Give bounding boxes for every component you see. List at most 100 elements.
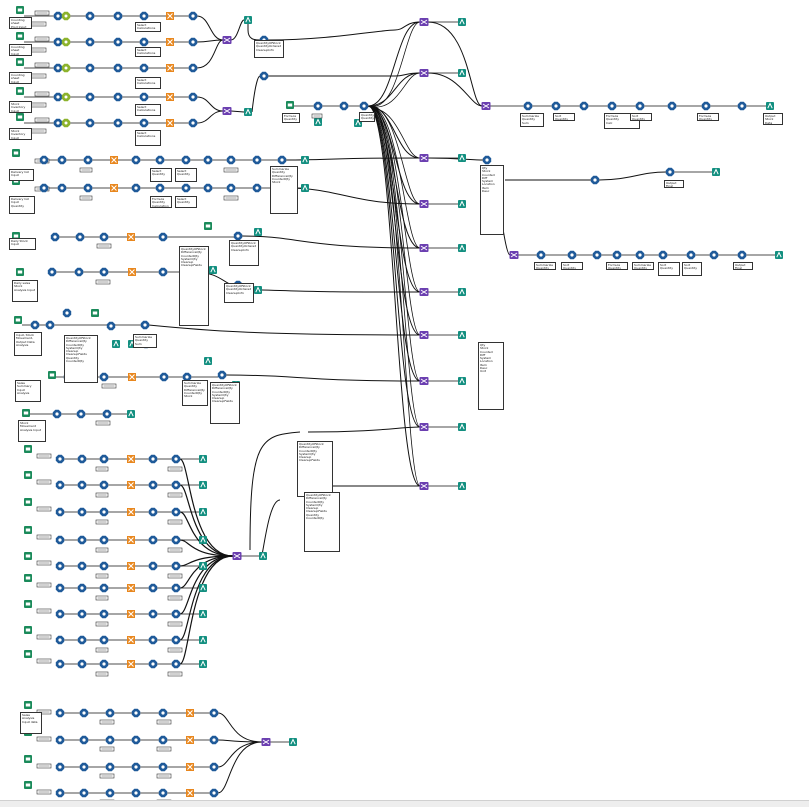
annotation-select-calc-2[interactable]: Select Calculations [135,47,161,57]
preparation-tool-icon[interactable] [158,762,168,772]
preparation-tool-icon[interactable] [171,659,181,669]
input-data-icon[interactable] [24,445,32,453]
annotation-stock-inventory-1[interactable]: Stock Inventory Input [9,101,32,113]
preparation-tool-icon[interactable] [99,507,109,517]
preparation-tool-icon[interactable] [39,183,49,193]
preparation-tool-icon[interactable] [53,37,63,47]
preparation-tool-icon[interactable] [83,155,93,165]
parse-tool-icon[interactable] [166,64,174,72]
annotation-stock-qty-top[interactable]: QuantityOfStock QuantityOrdered CleanupI… [254,40,284,58]
preparation-tool-icon[interactable] [105,788,115,798]
preparation-tool-icon[interactable] [226,155,236,165]
preparation-tool-icon[interactable] [567,250,577,260]
preparation-tool-icon[interactable] [155,155,165,165]
preparation-tool-icon[interactable] [579,101,589,111]
preparation-tool-icon[interactable] [148,480,158,490]
annotation-summary-c2[interactable]: QuantityOfStock QuantityOrdered CleanupI… [229,240,259,266]
preparation-tool-icon[interactable] [148,454,158,464]
preparation-tool-icon[interactable] [57,155,67,165]
preparation-tool-icon[interactable] [105,708,115,718]
preparation-tool-icon[interactable] [99,267,109,277]
annotation-daily-sales[interactable]: Daily sales Stock Analysis Input [12,280,38,302]
preparation-tool-icon[interactable] [635,250,645,260]
parse-tool-icon[interactable] [186,709,194,717]
preparation-tool-icon[interactable] [155,183,165,193]
annotation-delivery-list[interactable]: Delivery list Input [9,169,34,181]
preparation-tool-icon[interactable] [99,609,109,619]
preparation-tool-icon[interactable] [188,92,198,102]
annotation-row2-7[interactable]: Output Final [733,262,753,270]
output-data-icon[interactable] [127,410,135,418]
preparation-tool-icon[interactable] [50,232,60,242]
output-data-icon[interactable] [204,357,212,365]
join-tool-icon[interactable] [419,288,429,296]
output-data-icon[interactable] [766,102,774,110]
preparation-tool-icon[interactable] [55,762,65,772]
input-data-icon[interactable] [24,600,32,608]
output-data-icon[interactable] [199,636,207,644]
preparation-tool-icon[interactable] [45,320,55,330]
preparation-tool-icon[interactable] [53,63,63,73]
parse-tool-icon[interactable] [166,93,174,101]
preparation-tool-icon[interactable] [188,37,198,47]
output-data-icon[interactable] [458,331,466,339]
preparation-tool-icon[interactable] [701,101,711,111]
input-data-icon[interactable] [14,316,22,324]
preparation-tool-icon[interactable] [55,609,65,619]
input-data-icon[interactable] [91,309,99,317]
preparation-tool-icon[interactable] [131,708,141,718]
parse-tool-icon[interactable] [166,12,174,20]
preparation-tool-icon[interactable] [148,507,158,517]
output-data-icon[interactable] [199,610,207,618]
preparation-tool-icon[interactable] [209,735,219,745]
preparation-tool-icon[interactable] [55,535,65,545]
preparation-tool-icon[interactable] [171,609,181,619]
preparation-tool-icon[interactable] [171,635,181,645]
preparation-tool-icon[interactable] [709,250,719,260]
input-data-icon[interactable] [48,371,56,379]
preparation-tool-icon[interactable] [139,11,149,21]
input-data-icon[interactable] [16,113,24,121]
preparation-tool-icon[interactable] [85,118,95,128]
preparation-tool-icon[interactable] [85,37,95,47]
preparation-tool-icon[interactable] [171,561,181,571]
output-data-icon[interactable] [199,455,207,463]
preparation-tool-icon[interactable] [209,762,219,772]
preparation-tool-icon[interactable] [53,118,63,128]
preparation-tool-icon[interactable] [55,708,65,718]
output-data-icon[interactable] [458,69,466,77]
preparation-tool-icon[interactable] [148,609,158,619]
preparation-tool-icon[interactable] [131,183,141,193]
output-data-icon[interactable] [199,536,207,544]
output-data-icon[interactable] [458,18,466,26]
preparation-tool-icon[interactable] [159,372,169,382]
input-data-icon[interactable] [16,87,24,95]
preparation-tool-icon[interactable] [171,454,181,464]
input-data-icon[interactable] [16,268,24,276]
preparation-tool-icon[interactable] [105,762,115,772]
annotation-summary-c6[interactable]: Summarize Quantity Sum [133,334,157,348]
preparation-tool-icon[interactable] [52,409,62,419]
input-data-icon[interactable] [286,101,294,109]
preparation-tool-icon[interactable] [665,167,675,177]
preparation-tool-icon[interactable] [658,250,668,260]
annotation-formula-row1[interactable]: Select Quantity [150,168,172,182]
parse-tool-icon[interactable] [127,584,135,592]
preparation-tool-icon[interactable] [99,535,109,545]
preparation-tool-icon[interactable] [55,454,65,464]
preparation-tool-icon[interactable] [277,155,287,165]
preparation-tool-icon[interactable] [47,267,57,277]
input-data-icon[interactable] [24,552,32,560]
preparation-tool-icon[interactable] [99,232,109,242]
preparation-tool-icon[interactable] [551,101,561,111]
preparation-tool-icon[interactable] [57,183,67,193]
preparation-tool-icon[interactable] [77,635,87,645]
annotation-stock-movement-analysis[interactable]: Stock Movement Analysis Input [18,420,46,442]
annotation-counting-sheet-2[interactable]: Counting sheet Input [9,44,32,56]
preparation-tool-icon[interactable] [113,92,123,102]
preparation-tool-icon[interactable] [181,183,191,193]
output-data-icon[interactable] [112,340,120,348]
preparation-tool-icon[interactable] [139,118,149,128]
annotation-row2-5[interactable]: Sort Quantity [658,262,680,276]
input-data-icon[interactable] [24,650,32,658]
